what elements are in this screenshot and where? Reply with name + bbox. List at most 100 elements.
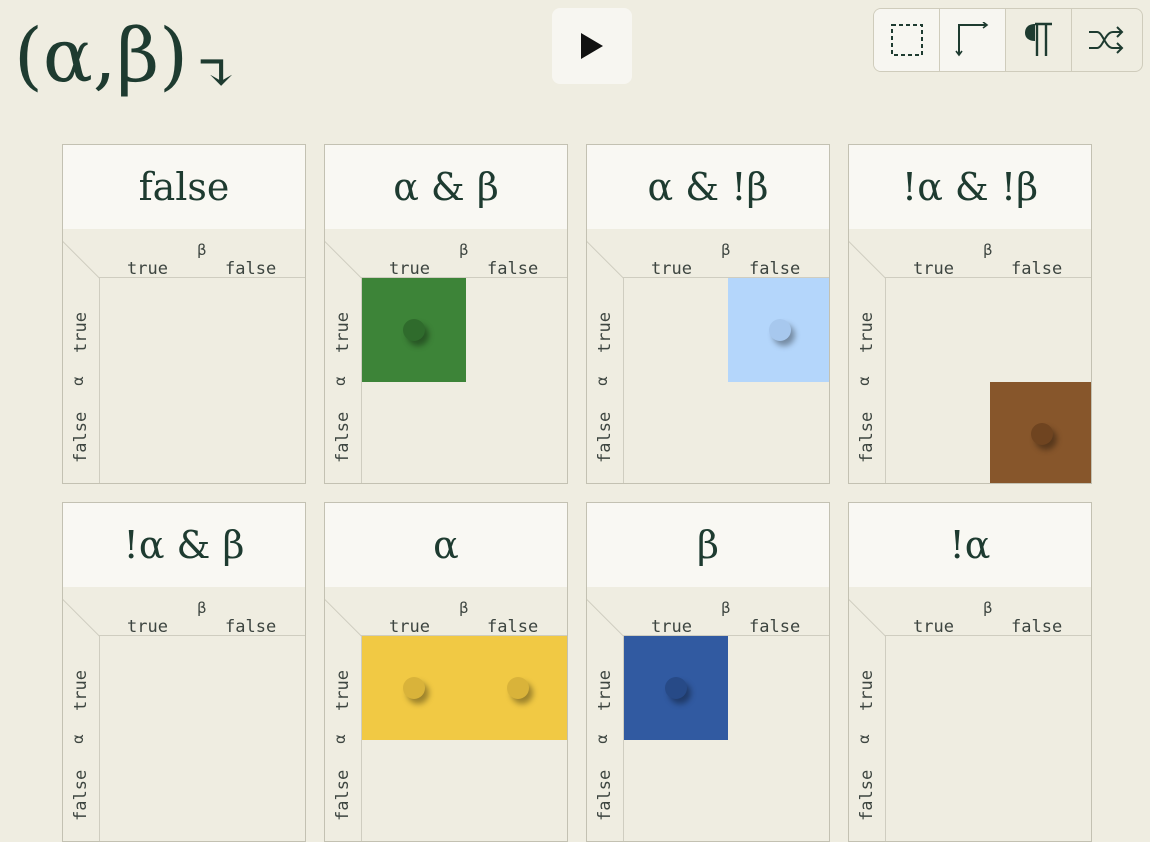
row-label-true: true xyxy=(71,312,91,353)
beta-axis-label: β xyxy=(459,241,469,259)
shuffle-button[interactable] xyxy=(1072,9,1140,71)
row-label-true: true xyxy=(595,312,615,353)
grid-divider xyxy=(885,635,1091,636)
grid-divider xyxy=(361,635,567,636)
truth-card[interactable]: false true β false true α false xyxy=(62,144,306,484)
play-button[interactable] xyxy=(552,8,632,84)
truth-cell-tt[interactable] xyxy=(624,636,728,740)
truth-card[interactable]: β true β false true α false xyxy=(586,502,830,842)
column-label-true: true xyxy=(651,259,692,279)
column-label-false: false xyxy=(487,617,539,637)
card-title: !α & β xyxy=(63,503,305,587)
cell-token[interactable] xyxy=(769,319,791,341)
truth-cell-tt[interactable] xyxy=(362,278,466,382)
row-label-false: false xyxy=(857,769,877,821)
grid-divider xyxy=(99,635,100,841)
column-label-false: false xyxy=(749,259,801,279)
corner-divider xyxy=(849,599,886,637)
row-label-false: false xyxy=(71,769,91,821)
column-label-true: true xyxy=(389,617,430,637)
row-label-false: false xyxy=(333,411,353,463)
column-label-false: false xyxy=(225,617,277,637)
toolbar xyxy=(873,8,1143,72)
truth-cell-tf[interactable] xyxy=(728,278,829,382)
grid-divider xyxy=(623,635,829,636)
select-tool-button[interactable] xyxy=(874,9,940,71)
truth-cell-ff[interactable] xyxy=(990,382,1091,483)
corner-divider xyxy=(587,241,624,279)
cell-token[interactable] xyxy=(507,677,529,699)
row-label-true: true xyxy=(71,670,91,711)
beta-axis-label: β xyxy=(197,241,207,259)
row-label-false: false xyxy=(333,769,353,821)
alpha-axis-label: α xyxy=(855,734,873,744)
alpha-axis-label: α xyxy=(593,376,611,386)
column-label-false: false xyxy=(1011,617,1063,637)
beta-axis-label: β xyxy=(983,241,993,259)
column-label-false: false xyxy=(1011,259,1063,279)
beta-axis-label: β xyxy=(721,599,731,617)
alpha-axis-label: α xyxy=(69,734,87,744)
column-label-true: true xyxy=(913,617,954,637)
beta-axis-label: β xyxy=(721,241,731,259)
alpha-axis-label: α xyxy=(593,734,611,744)
row-label-true: true xyxy=(333,670,353,711)
truth-card[interactable]: !α & !β true β false true α false xyxy=(848,144,1092,484)
cell-token[interactable] xyxy=(665,677,687,699)
alpha-axis-label: α xyxy=(331,734,349,744)
grid-divider xyxy=(885,277,886,483)
cell-token[interactable] xyxy=(403,319,425,341)
grid-divider xyxy=(623,277,624,483)
column-label-true: true xyxy=(913,259,954,279)
alpha-axis-label: α xyxy=(855,376,873,386)
row-label-true: true xyxy=(857,312,877,353)
truth-card[interactable]: α & β true β false true α false xyxy=(324,144,568,484)
alpha-axis-label: α xyxy=(69,376,87,386)
grid-divider xyxy=(361,277,567,278)
grid-divider xyxy=(623,277,829,278)
truth-card[interactable]: !α true β false true α false xyxy=(848,502,1092,842)
row-label-true: true xyxy=(857,670,877,711)
marquee-select-icon xyxy=(890,24,923,56)
signature-text: (α,β) xyxy=(14,13,189,99)
row-label-false: false xyxy=(595,411,615,463)
corner-divider xyxy=(63,599,100,637)
card-title: false xyxy=(63,145,305,229)
card-title: α xyxy=(325,503,567,587)
cell-token[interactable] xyxy=(1031,423,1053,445)
cell-token[interactable] xyxy=(403,677,425,699)
grid-divider xyxy=(99,635,305,636)
connector-elbow-icon xyxy=(954,22,988,57)
row-label-false: false xyxy=(595,769,615,821)
return-arrow-icon: ↴ xyxy=(194,44,238,104)
pilcrow-icon xyxy=(1024,22,1052,56)
column-label-true: true xyxy=(127,259,168,279)
column-label-true: true xyxy=(651,617,692,637)
corner-divider xyxy=(587,599,624,637)
grid-divider xyxy=(361,277,362,483)
row-label-false: false xyxy=(857,411,877,463)
column-label-true: true xyxy=(127,617,168,637)
alpha-axis-label: α xyxy=(331,376,349,386)
card-title: !α xyxy=(849,503,1091,587)
column-label-false: false xyxy=(487,259,539,279)
beta-axis-label: β xyxy=(197,599,207,617)
card-title: α & !β xyxy=(587,145,829,229)
truth-card[interactable]: !α & β true β false true α false xyxy=(62,502,306,842)
connector-tool-button[interactable] xyxy=(940,9,1006,71)
grid-divider xyxy=(99,277,100,483)
truth-cell-tf[interactable] xyxy=(466,636,567,740)
truth-cell-tt[interactable] xyxy=(362,636,466,740)
grid-divider xyxy=(99,277,305,278)
column-label-false: false xyxy=(225,259,277,279)
card-title: β xyxy=(587,503,829,587)
column-label-false: false xyxy=(749,617,801,637)
truth-card[interactable]: α & !β true β false true α false xyxy=(586,144,830,484)
truth-card[interactable]: α true β false true α false xyxy=(324,502,568,842)
corner-divider xyxy=(63,241,100,279)
card-title: !α & !β xyxy=(849,145,1091,229)
card-title: α & β xyxy=(325,145,567,229)
text-tool-button[interactable] xyxy=(1006,9,1072,71)
row-label-true: true xyxy=(595,670,615,711)
corner-divider xyxy=(325,599,362,637)
